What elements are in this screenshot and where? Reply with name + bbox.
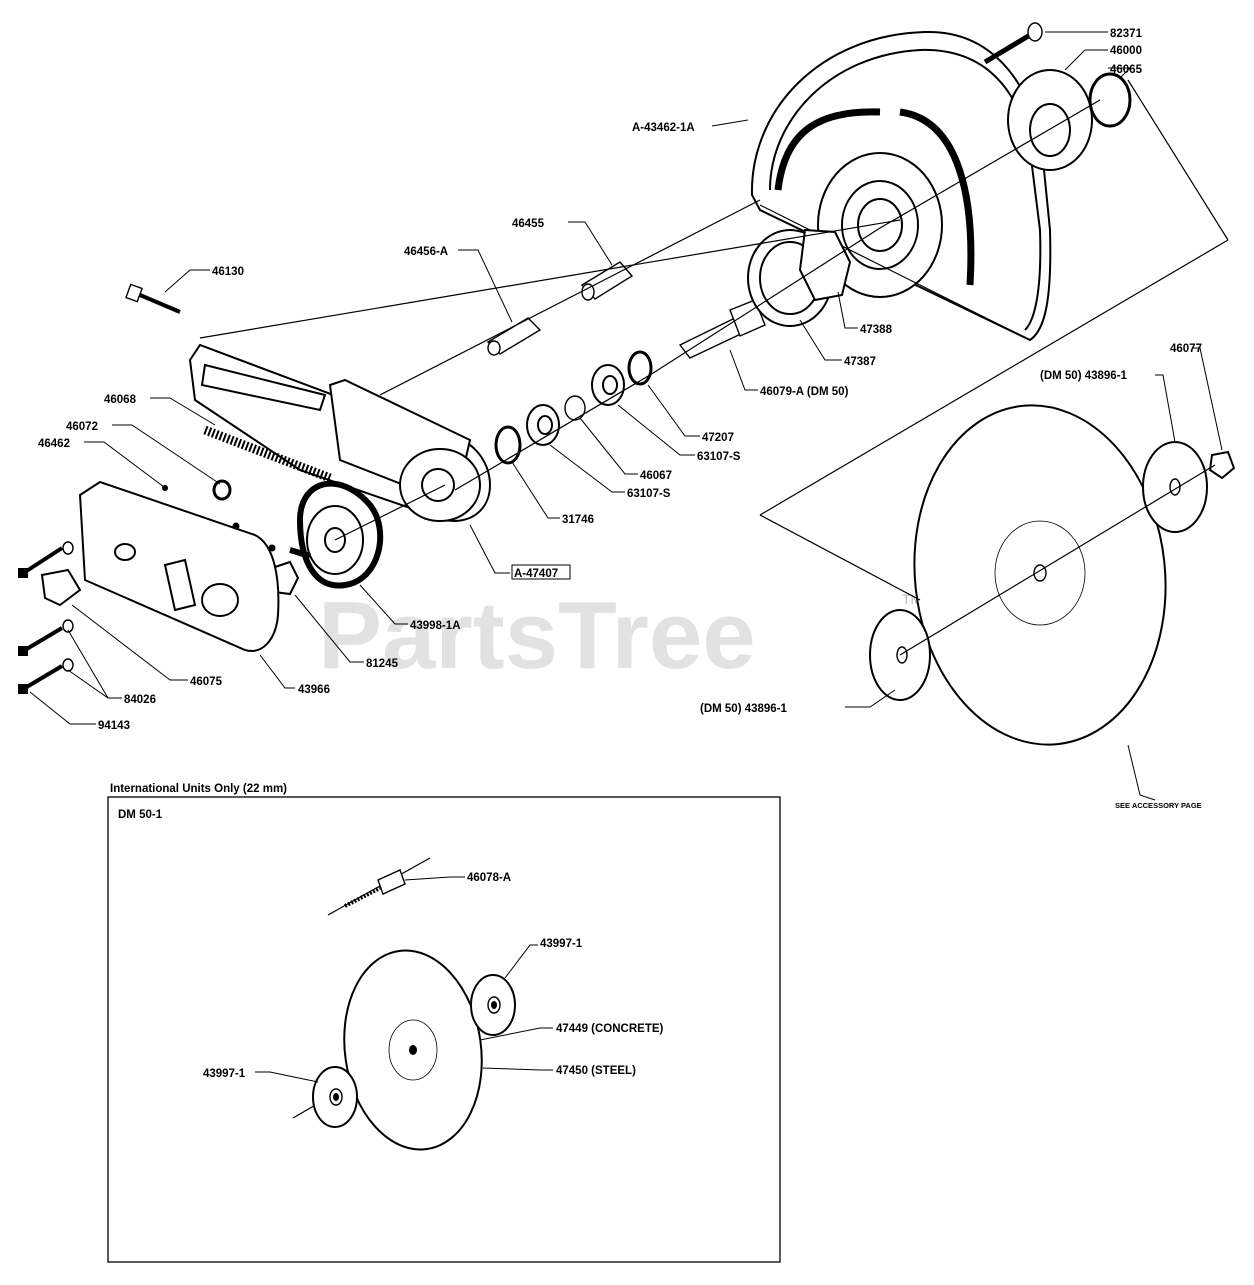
wing-nut-46075: [40, 568, 82, 607]
label-31746: 31746: [562, 514, 594, 526]
arm-housing: [188, 343, 492, 522]
blade-guard: [750, 30, 1052, 342]
label-82371: 82371: [1110, 28, 1143, 40]
bolt-46077: [1208, 450, 1236, 480]
label-box-a-47407: [511, 564, 571, 580]
inset-label-47450: 47450 (STEEL): [556, 1065, 636, 1077]
ring-46072: [212, 479, 232, 501]
label-46072: 46072: [66, 421, 98, 433]
spacer-46455: [580, 261, 634, 301]
ring-31746: [494, 425, 522, 465]
label-81245: 81245: [366, 658, 399, 670]
shaft-46079-a: [678, 299, 766, 359]
label-46065: 46065: [1110, 64, 1143, 76]
shaft-46078-a: [344, 869, 406, 908]
label-43998-1a: 43998-1A: [410, 620, 461, 632]
label-dm50-43896-1-bottom: (DM 50) 43896-1: [700, 703, 788, 715]
flange-43997-1-inner: [312, 1066, 358, 1128]
retaining-ring-46065: [1088, 72, 1132, 128]
ring-47207: [627, 350, 653, 386]
blade: [913, 404, 1167, 746]
spacer-46456-a: [486, 317, 542, 356]
inset-international-units: International Units Only (22 mm) DM 50-1: [107, 783, 781, 1263]
bearing-63107-s-b: [591, 364, 625, 406]
inset-model: DM 50-1: [118, 809, 163, 821]
label-see-accessory-page: SEE ACCESSORY PAGE: [1115, 801, 1202, 810]
leader-lines: [29, 31, 1223, 801]
label-46067: 46067: [640, 470, 672, 482]
flange-43997-1-outer: [470, 974, 516, 1036]
label-46455: 46455: [512, 218, 545, 230]
label-46079-a: 46079-A (DM 50): [760, 386, 849, 398]
label-46130: 46130: [212, 266, 244, 278]
label-a-47407: A-47407: [514, 568, 558, 580]
label-46456-a: 46456-A: [404, 246, 448, 258]
label-47387: 47387: [844, 356, 876, 368]
watermark: PartsTree: [318, 582, 756, 689]
label-46000: 46000: [1110, 45, 1142, 57]
label-47207: 47207: [702, 432, 734, 444]
pin-b: [268, 544, 276, 552]
bolt-46130: [125, 283, 181, 314]
bolts-94143: [18, 546, 64, 694]
nut-47388: [798, 228, 852, 302]
inset-label-46078-a: 46078-A: [467, 872, 511, 884]
label-dm50-43896-1-top: (DM 50) 43896-1: [1040, 370, 1128, 382]
blade-47449-47450: [343, 949, 483, 1151]
bolt-82371: [983, 22, 1043, 65]
label-94143: 94143: [98, 720, 130, 732]
pin-a: [232, 522, 240, 530]
centerlines: [199, 79, 1229, 656]
spacer-46067: [564, 395, 586, 421]
label-47388: 47388: [860, 324, 893, 336]
label-46068: 46068: [104, 394, 137, 406]
label-46075: 46075: [190, 676, 223, 688]
label-63107-s-a: 63107-S: [697, 451, 741, 463]
inset-heading: International Units Only (22 mm): [110, 783, 287, 795]
inset-label-43997-1-top: 43997-1: [540, 938, 583, 950]
bearing-63107-s-a: [526, 404, 560, 446]
flange-43896-1-outer: [1142, 441, 1208, 533]
label-43966: 43966: [298, 684, 330, 696]
part-labels: 82371 46000 46065 A-43462-1A 46455 46456…: [38, 28, 1202, 810]
label-46462: 46462: [38, 438, 70, 450]
cover-43966: [78, 480, 280, 652]
inset-label-43997-1-bottom: 43997-1: [203, 1068, 246, 1080]
label-46077: 46077: [1170, 343, 1202, 355]
label-84026: 84026: [124, 694, 156, 706]
label-a-43462-1a: A-43462-1A: [632, 122, 695, 134]
washers-84026: [62, 541, 74, 672]
washer-46000: [1007, 69, 1093, 171]
inset-label-47449: 47449 (CONCRETE): [556, 1023, 664, 1035]
pulley-43998-1a: [296, 480, 384, 589]
inset-frame: [107, 796, 781, 1263]
label-63107-s-b: 63107-S: [627, 488, 671, 500]
